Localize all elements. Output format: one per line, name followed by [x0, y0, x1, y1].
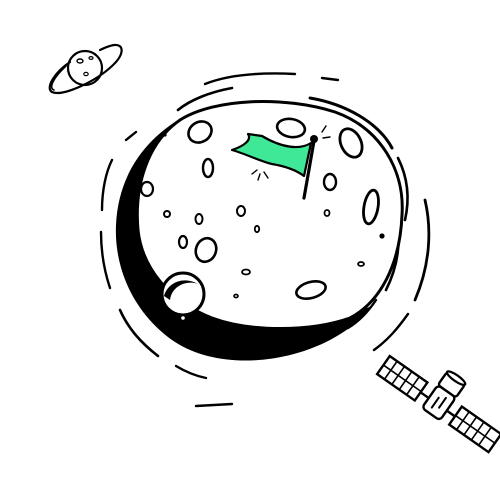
saturn-icon — [48, 43, 123, 95]
satellite-icon — [375, 354, 500, 454]
flag-icon — [230, 125, 331, 200]
moon-icon — [115, 100, 404, 361]
motion-lines — [99, 72, 431, 408]
shadow-crater — [160, 271, 206, 320]
craters — [139, 117, 380, 300]
